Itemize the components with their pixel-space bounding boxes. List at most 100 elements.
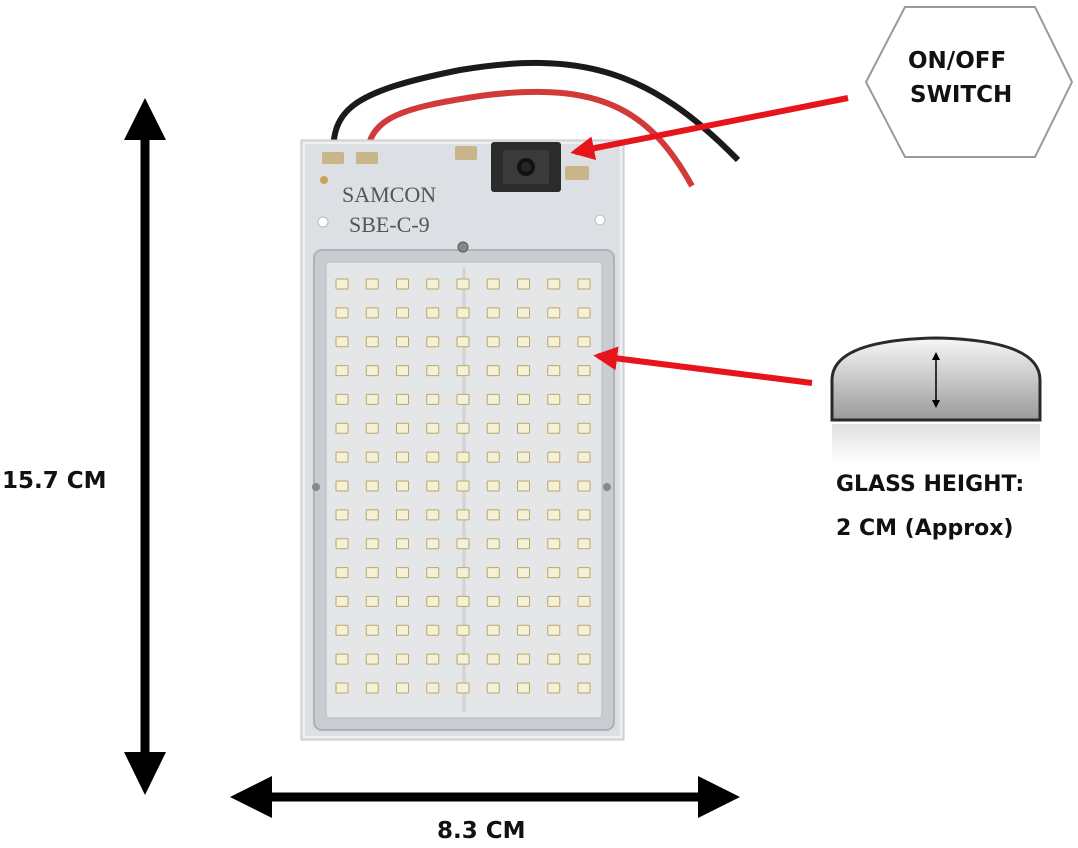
led-chip bbox=[396, 624, 409, 636]
led-chip bbox=[456, 624, 470, 636]
led-chip bbox=[456, 365, 470, 377]
led-chip bbox=[517, 278, 530, 290]
led-chip bbox=[396, 653, 409, 665]
led-chip bbox=[396, 682, 409, 694]
led-chip bbox=[426, 365, 440, 377]
led-chip bbox=[335, 567, 349, 579]
width-label: 8.3 CM bbox=[437, 818, 526, 844]
led-chip bbox=[547, 538, 561, 550]
led-chip bbox=[365, 682, 379, 694]
height-label: 15.7 CM bbox=[2, 468, 107, 494]
glass-height-label: GLASS HEIGHT: bbox=[836, 472, 1025, 497]
led-chip bbox=[547, 509, 561, 521]
led-chip bbox=[396, 365, 409, 377]
led-chip bbox=[335, 451, 349, 463]
led-chip bbox=[486, 653, 500, 665]
led-chip bbox=[365, 393, 379, 405]
led-chip bbox=[517, 480, 530, 492]
led-chip bbox=[517, 451, 530, 463]
led-chip bbox=[486, 451, 500, 463]
led-chip bbox=[426, 682, 440, 694]
led-chip bbox=[335, 538, 349, 550]
led-chip bbox=[456, 307, 470, 319]
led-chip bbox=[335, 336, 349, 348]
led-chip bbox=[335, 393, 349, 405]
led-chip bbox=[486, 509, 500, 521]
led-chip bbox=[517, 307, 530, 319]
led-chip bbox=[577, 422, 591, 434]
led-chip bbox=[517, 567, 530, 579]
led-chip bbox=[486, 624, 500, 636]
led-chip bbox=[486, 422, 500, 434]
board-model-text: SBE-C-9 bbox=[349, 212, 430, 237]
glass-pointer-arrow bbox=[593, 346, 813, 386]
led-chip bbox=[365, 307, 379, 319]
height-dimension-arrow bbox=[124, 98, 166, 795]
led-chip bbox=[547, 595, 561, 607]
led-chip bbox=[456, 480, 470, 492]
led-chip bbox=[517, 538, 530, 550]
led-chip bbox=[577, 682, 591, 694]
led-chip bbox=[426, 422, 440, 434]
led-chip bbox=[547, 422, 561, 434]
led-chip bbox=[365, 595, 379, 607]
led-chip bbox=[335, 365, 349, 377]
led-chip bbox=[335, 682, 349, 694]
led-chip bbox=[456, 567, 470, 579]
led-chip bbox=[486, 307, 500, 319]
led-chip bbox=[577, 509, 591, 521]
led-chip bbox=[517, 393, 530, 405]
led-chip bbox=[456, 451, 470, 463]
led-chip bbox=[335, 480, 349, 492]
glass-height-illustration bbox=[830, 336, 1042, 464]
led-chip bbox=[577, 278, 591, 290]
led-chip bbox=[486, 682, 500, 694]
led-chip bbox=[517, 682, 530, 694]
switch-label-line1: ON/OFF bbox=[908, 48, 1007, 74]
led-chip bbox=[365, 365, 379, 377]
led-chip bbox=[365, 538, 379, 550]
led-chip bbox=[456, 336, 470, 348]
led-chip bbox=[396, 509, 409, 521]
led-grid bbox=[335, 278, 591, 694]
led-chip bbox=[547, 393, 561, 405]
led-chip bbox=[365, 624, 379, 636]
led-chip bbox=[426, 595, 440, 607]
led-chip bbox=[547, 451, 561, 463]
led-chip bbox=[547, 278, 561, 290]
glass-height-value: 2 CM (Approx) bbox=[836, 516, 1014, 541]
led-chip bbox=[486, 278, 500, 290]
led-chip bbox=[486, 595, 500, 607]
led-chip bbox=[577, 595, 591, 607]
led-chip bbox=[517, 365, 530, 377]
led-chip bbox=[335, 509, 349, 521]
led-chip bbox=[547, 682, 561, 694]
led-chip bbox=[365, 451, 379, 463]
led-chip bbox=[547, 567, 561, 579]
led-chip bbox=[426, 278, 440, 290]
led-chip bbox=[547, 365, 561, 377]
led-chip bbox=[396, 595, 409, 607]
led-chip bbox=[426, 451, 440, 463]
led-chip bbox=[396, 422, 409, 434]
led-chip bbox=[365, 422, 379, 434]
led-chip bbox=[517, 509, 530, 521]
led-chip bbox=[456, 538, 470, 550]
led-chip bbox=[577, 567, 591, 579]
led-chip bbox=[456, 393, 470, 405]
led-chip bbox=[426, 624, 440, 636]
led-chip bbox=[577, 365, 591, 377]
led-chip bbox=[486, 365, 500, 377]
led-chip bbox=[577, 336, 591, 348]
switch-label-line2: SWITCH bbox=[910, 82, 1013, 108]
led-chip bbox=[335, 653, 349, 665]
led-chip bbox=[486, 336, 500, 348]
led-chip bbox=[426, 336, 440, 348]
switch-pointer-arrow bbox=[570, 95, 849, 161]
led-chip bbox=[577, 624, 591, 636]
led-chip bbox=[426, 480, 440, 492]
led-chip bbox=[426, 307, 440, 319]
led-chip bbox=[396, 567, 409, 579]
glass-lens bbox=[312, 241, 615, 731]
led-chip bbox=[335, 307, 349, 319]
